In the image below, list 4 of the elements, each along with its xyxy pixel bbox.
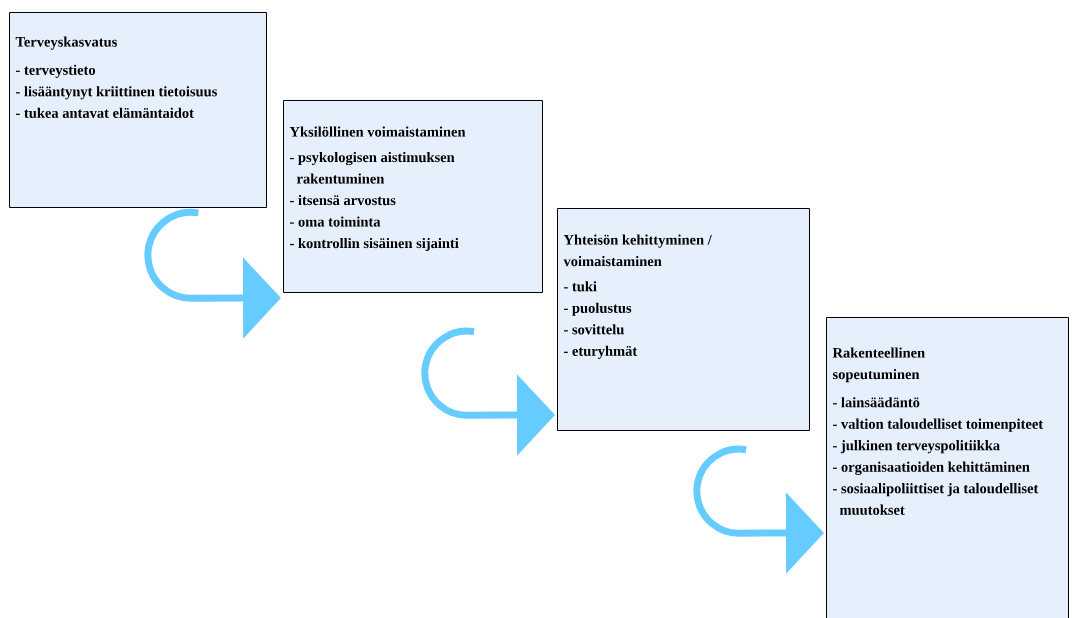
- process-box: Rakenteellinen sopeutuminen - lainsäädäntö - valtion taloudelliset toimenpiteet - julkinen terveyspolitiikka - organisaatioiden kehittäminen - sosiaalipoliittiset ja taloudelliset muutokset: [826, 317, 1069, 618]
- process-box: Yksilöllinen voimaistaminen - psykologisen aistimuksen rakentuminen - itsensä arvostus - oma toiminta - kontrollin sisäinen sijainti: [283, 100, 543, 293]
- process-box: Terveyskasvatus - terveystieto - lisääntynyt kriittinen tietoisuus - tukea antavat elämäntaidot: [9, 12, 267, 208]
- process-box: Yhteisön kehittyminen / voimaistaminen - tuki - puolustus - sovittelu - eturyhmät: [557, 208, 810, 431]
